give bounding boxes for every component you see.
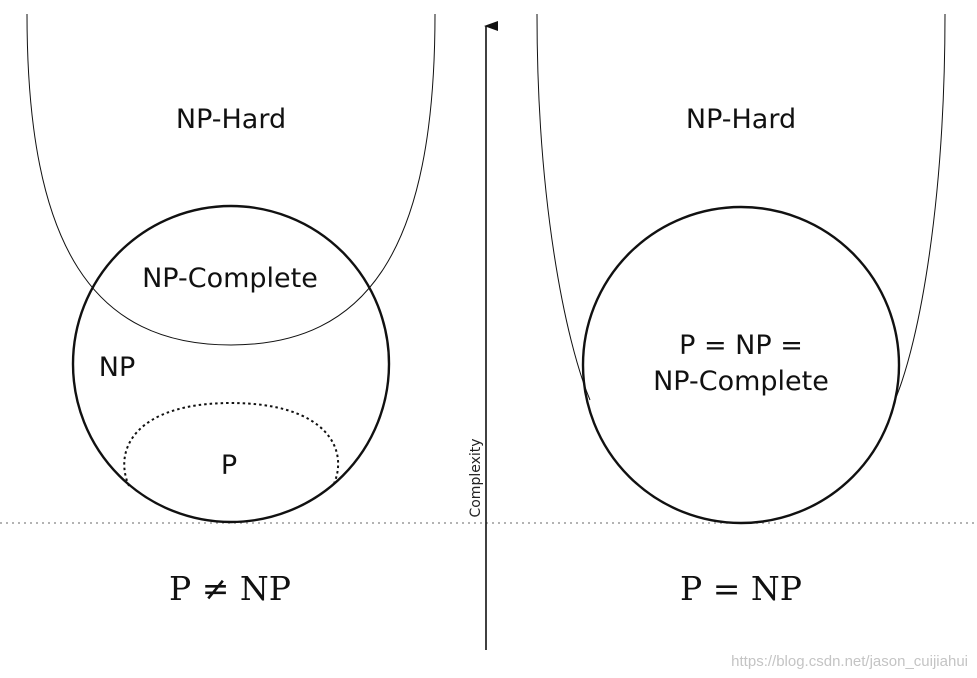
p-eq-np-caption: P = NP [680, 569, 802, 608]
merged-label-line1: P = NP = [679, 330, 803, 361]
np-hard-region-curve-left [26, 13, 436, 346]
complexity-axis-label: Complexity [468, 438, 484, 517]
np-circle [71, 204, 391, 524]
watermark-text: https://blog.csdn.net/jason_cuijiahui [731, 653, 968, 670]
merged-label-line2: NP-Complete [653, 366, 829, 397]
left-panel: NP-Hard NP-Complete NP P P ≠ NP [26, 13, 436, 608]
np-hard-label-right: NP-Hard [686, 104, 796, 135]
right-panel: NP-Hard P = NP = NP-Complete P = NP [536, 13, 946, 608]
p-np-npcomplete-circle [581, 205, 901, 525]
np-complete-label: NP-Complete [142, 263, 318, 294]
p-neq-np-caption: P ≠ NP [169, 569, 291, 608]
np-label: NP [99, 352, 135, 383]
np-hard-region-curve-right [536, 13, 946, 401]
np-hard-label-left: NP-Hard [176, 104, 286, 135]
p-label: P [221, 450, 237, 481]
p-region-dotted [123, 401, 340, 487]
